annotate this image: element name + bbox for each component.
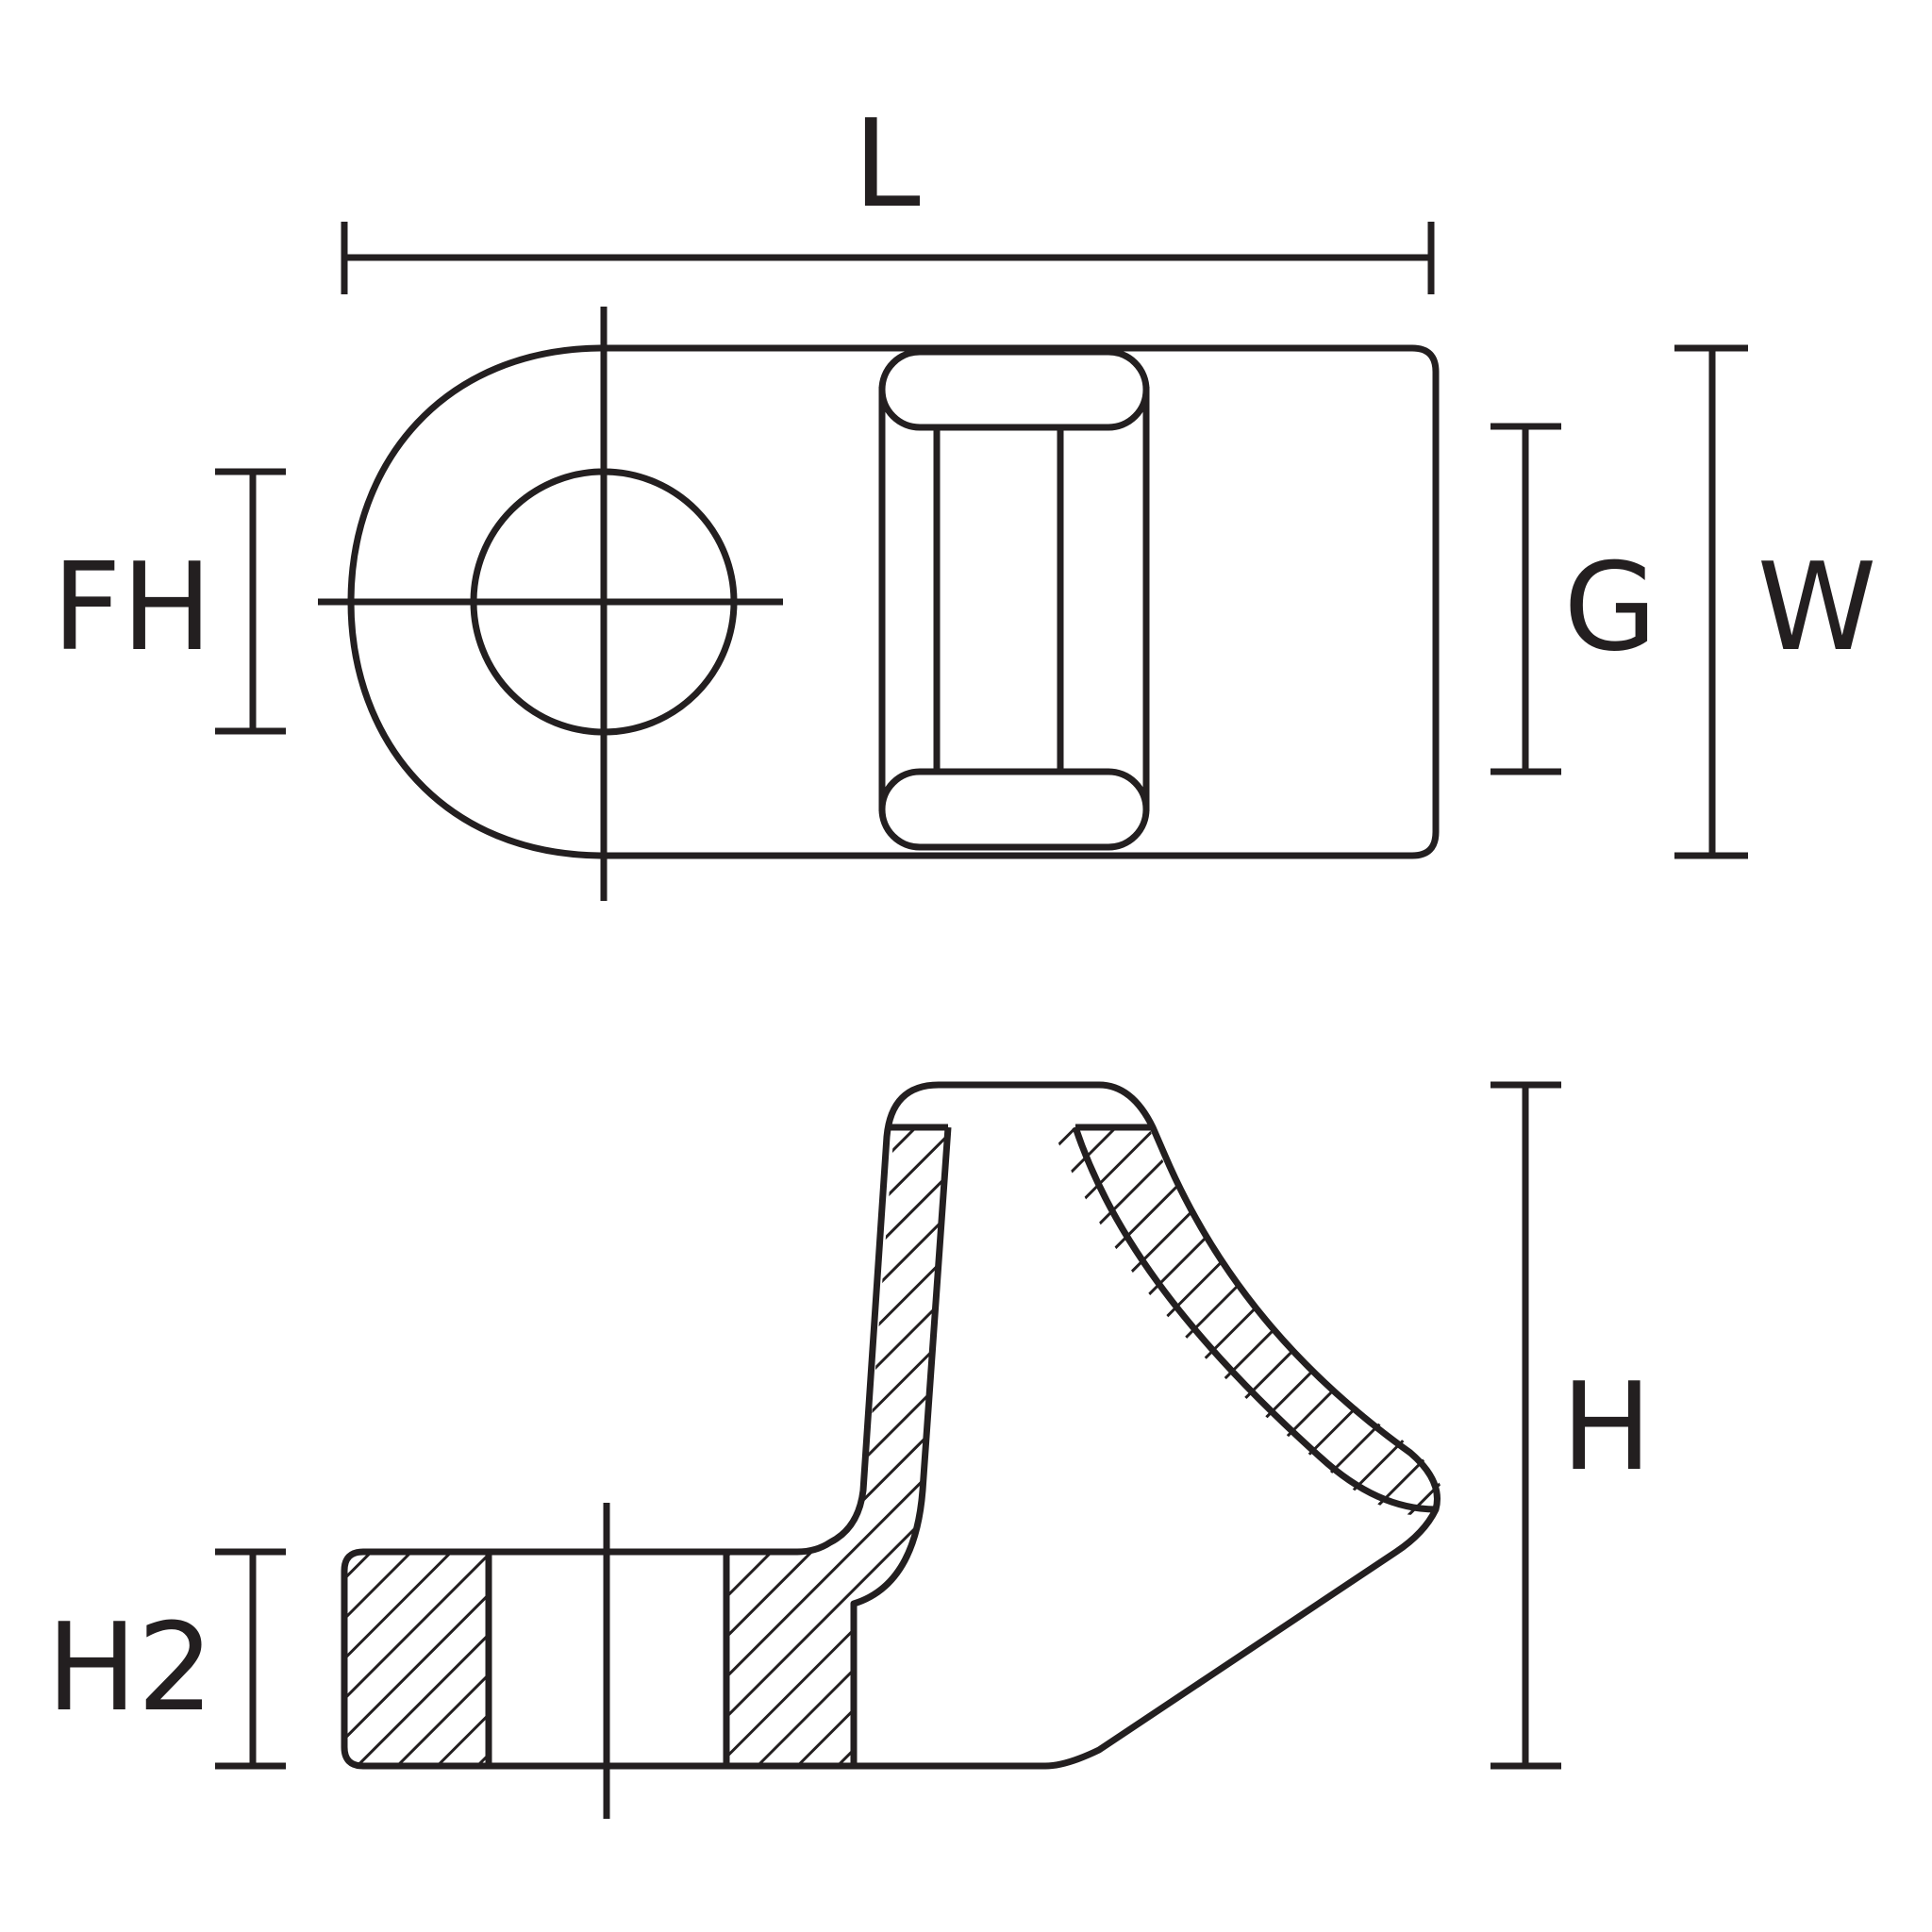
side-view: H2 H bbox=[46, 1081, 1652, 1819]
label-l: L bbox=[853, 94, 920, 235]
label-fh: FH bbox=[52, 538, 212, 678]
dimension-l: L bbox=[341, 94, 1435, 294]
label-w: W bbox=[1757, 538, 1877, 678]
dimension-h: H bbox=[1491, 1081, 1652, 1770]
dimension-fh: FH bbox=[52, 468, 286, 735]
top-view: L FH G bbox=[52, 94, 1876, 901]
dimension-g: G bbox=[1491, 423, 1657, 775]
side-outline bbox=[341, 1081, 1441, 1770]
dimension-h2: H2 bbox=[46, 1548, 286, 1770]
tie-slot bbox=[878, 348, 1150, 851]
base-outline bbox=[347, 344, 1440, 859]
section-base-right bbox=[726, 1127, 948, 1766]
section-base-left bbox=[344, 1552, 489, 1766]
label-g: G bbox=[1563, 538, 1657, 678]
label-h: H bbox=[1561, 1357, 1652, 1498]
label-h2: H2 bbox=[46, 1598, 214, 1739]
dimension-w: W bbox=[1674, 344, 1877, 859]
